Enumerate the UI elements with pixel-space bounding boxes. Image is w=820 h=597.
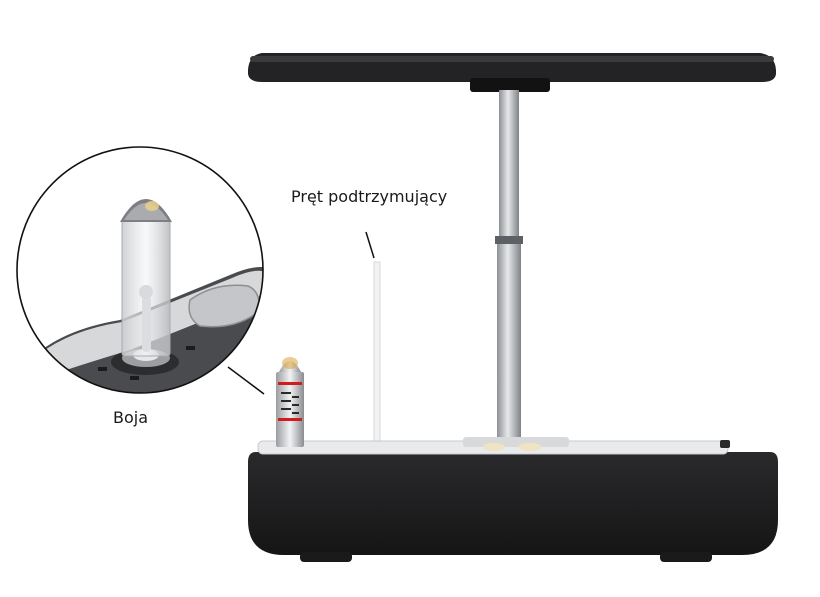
float-label: Boja <box>113 408 149 427</box>
support-rod <box>373 261 381 453</box>
support-rod-label: Pręt podtrzymujący <box>291 187 448 206</box>
rod-leader-line <box>365 231 375 259</box>
base-unit <box>248 437 778 562</box>
float-detail-zoom <box>16 146 264 394</box>
lamp-panel <box>248 53 776 92</box>
telescopic-pole <box>495 90 523 444</box>
float-leader-line <box>227 366 265 395</box>
float-indicator <box>276 357 304 447</box>
